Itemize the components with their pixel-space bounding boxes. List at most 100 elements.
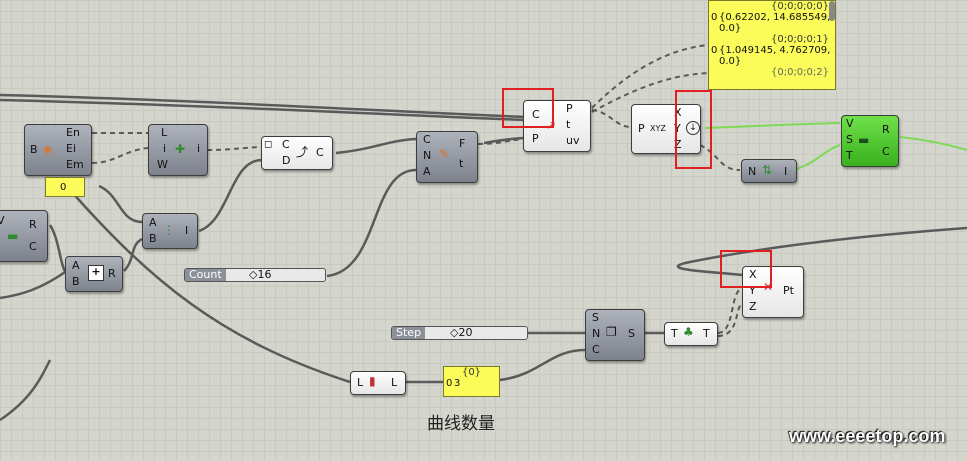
- sort-out-i: I: [784, 165, 788, 178]
- list-length-out-l: L: [391, 376, 398, 389]
- brep-edges-out-en: En: [66, 126, 80, 139]
- panel-path-0: {0;0;0;0;0}: [770, 1, 829, 12]
- decon-center-label: XYZ: [650, 124, 666, 133]
- left-remap-out-c: C: [29, 240, 37, 253]
- divide-in-n: N: [423, 149, 432, 162]
- brep-edges-component[interactable]: B ◈ En Ei Em: [24, 124, 92, 176]
- output-panel[interactable]: {0;0;0;0;0} 0 {0.62202, 14.685549, 0.0} …: [708, 0, 836, 90]
- addition-in-a: A: [72, 259, 80, 272]
- curve-end-in-d: D: [282, 154, 291, 167]
- panel-index-1: 0: [711, 45, 718, 56]
- addition-component[interactable]: A B + R: [65, 256, 123, 292]
- gradient-in-s: S: [846, 133, 853, 146]
- panel-value-0: {0.62202, 14.685549, 0.0}: [719, 12, 831, 34]
- list-length-in-l: L: [357, 376, 364, 389]
- wire-long-top-2: [0, 98, 526, 122]
- list-item-component[interactable]: L i W ✚ i: [148, 124, 208, 176]
- caption-label: 曲线数量: [427, 414, 495, 434]
- divide-out-f: F: [459, 137, 466, 150]
- panel-value-1: {1.049145, 4.762709, 0.0}: [719, 45, 831, 67]
- list-item-in-w: W: [157, 158, 168, 171]
- decon-out-y: Y: [674, 122, 681, 135]
- step-slider[interactable]: Step ◇20: [391, 326, 528, 340]
- highlight-box-construct-x: [720, 250, 772, 288]
- sort-in-n: N: [748, 165, 757, 178]
- sort-list-component[interactable]: N ⇅ I: [741, 159, 797, 183]
- dashed-wire-tree-to-pt-2: [717, 304, 743, 337]
- tree-simplify-component[interactable]: T ♣ T: [664, 322, 718, 346]
- panel-path-1: {0;0;0;0;1}: [770, 34, 829, 45]
- series-cards-icon: ❐: [606, 325, 617, 339]
- expand-output-icon[interactable]: ↓: [686, 121, 700, 135]
- toggle-icon[interactable]: ◻: [264, 139, 273, 150]
- series-component[interactable]: S N C ❐ S: [585, 309, 645, 361]
- list-item-in-l: L: [161, 126, 168, 139]
- dashed-wire-em-to-list: [91, 147, 149, 164]
- wire-long-top: [0, 93, 526, 119]
- tree-out-t: T: [703, 327, 710, 340]
- dashed-wire-to-panel-top: [591, 44, 709, 109]
- addition-in-b: B: [72, 275, 80, 288]
- cube-icon: ◈: [43, 142, 53, 156]
- wire-diag-long: [69, 189, 351, 384]
- curve-closest-point-component[interactable]: C P ↗ P t uv: [523, 100, 591, 152]
- brep-edges-out-em: Em: [66, 158, 84, 171]
- left-remap-out-r: R: [29, 218, 37, 231]
- list-length-component[interactable]: L ▮ L: [350, 371, 406, 395]
- count-panel-path: {0}: [461, 367, 482, 378]
- divide-curve-component[interactable]: C N A ✎ F t: [416, 131, 478, 183]
- construct-in-x: X: [749, 268, 757, 281]
- green-wire-1: [704, 122, 841, 129]
- construct-out-pt: Pt: [783, 284, 794, 297]
- series-small-out-i: I: [185, 224, 189, 237]
- panel-scrollbar[interactable]: [829, 1, 835, 21]
- series-small-in-a: A: [149, 216, 157, 229]
- closest-in-p: P: [532, 132, 539, 145]
- construct-in-y: Y: [749, 284, 756, 297]
- panel-path-2: {0;0;0;0;2}: [770, 67, 829, 78]
- gradient-out-c: C: [882, 145, 890, 158]
- series-in-n: N: [592, 327, 601, 340]
- panel-row-0: 0 {0.62202, 14.685549, 0.0}: [709, 12, 835, 34]
- count-panel[interactable]: {0} 0 3: [443, 366, 500, 397]
- curve-end-out-c: C: [316, 146, 324, 159]
- gradient-in-v: V: [846, 117, 854, 130]
- brep-edges-in-b: B: [30, 143, 38, 156]
- addition-out-r: R: [108, 267, 116, 280]
- list-item-out-i: i: [197, 142, 201, 155]
- series-icon: ⋮: [163, 223, 175, 237]
- count-slider[interactable]: Count ◇16: [184, 268, 326, 282]
- wire-curveend-to-divide: [335, 137, 417, 155]
- gradient-icon-green: ▬: [858, 133, 870, 147]
- addition-plus-icon: +: [88, 265, 104, 281]
- closest-out-uv: uv: [566, 134, 580, 147]
- count-panel-index: 0: [446, 378, 453, 389]
- left-remap-component[interactable]: V ▬ R C: [0, 210, 48, 262]
- wire-add-in: [123, 237, 143, 272]
- divide-in-c: C: [423, 133, 431, 146]
- list-item-in-i: i: [163, 142, 167, 155]
- decon-out-x: X: [674, 106, 682, 119]
- dashed-wire-list-to-curveend: [206, 146, 261, 151]
- series-in-c: C: [592, 343, 600, 356]
- wire-series-up: [198, 158, 263, 233]
- series-out-s: S: [628, 327, 635, 340]
- curve-end-component[interactable]: ◻ C D ⤴ C: [261, 136, 333, 170]
- list-item-icon: ✚: [175, 142, 186, 156]
- wire-left-long: [0, 268, 69, 300]
- divide-out-t: t: [459, 157, 464, 170]
- construct-in-z: Z: [749, 300, 757, 313]
- series-small-component[interactable]: A B ⋮ I: [142, 213, 198, 249]
- closest-out-p: P: [566, 102, 573, 115]
- gradient-in-t: T: [846, 149, 853, 162]
- dashed-wire-closest-to-decon: [591, 109, 631, 128]
- gradient-component[interactable]: V S T ▬ R C: [841, 115, 899, 167]
- zero-panel[interactable]: 0: [45, 177, 85, 197]
- closest-in-c: C: [532, 108, 540, 121]
- decon-in-p: P: [638, 122, 645, 135]
- highlight-box-decon-outputs: [675, 90, 712, 169]
- deconstruct-point-component[interactable]: P XYZ X Y Z ↓: [631, 104, 701, 154]
- watermark: www.eeeetop.com: [789, 426, 946, 446]
